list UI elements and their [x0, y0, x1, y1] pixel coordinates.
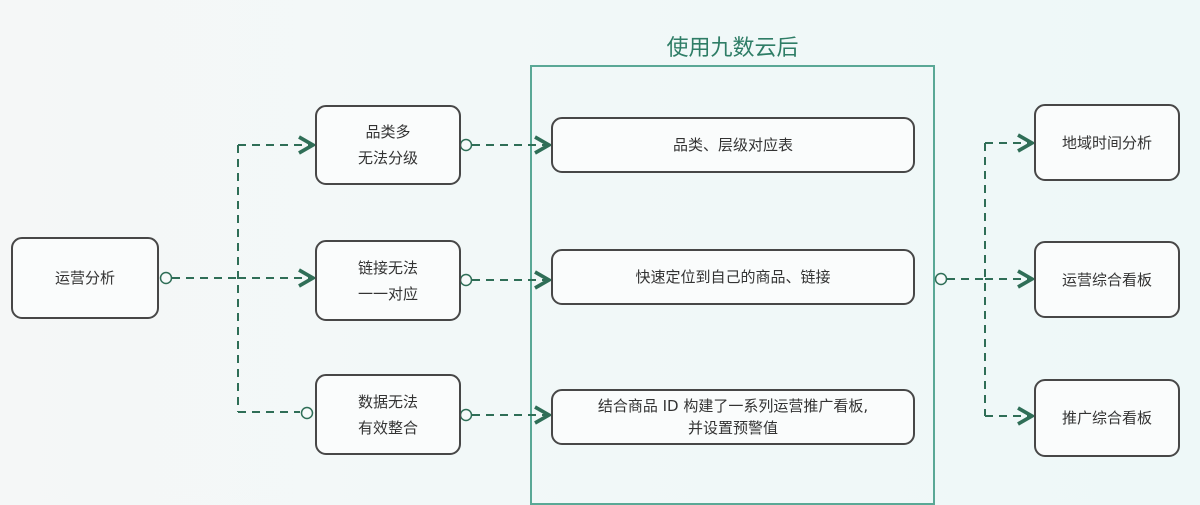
solution-node: 品类、层级对应表 — [551, 117, 915, 173]
solution-node: 结合商品 ID 构建了一系列运营推广看板, 并设置预警值 — [551, 389, 915, 445]
port-problem-2 — [459, 273, 473, 287]
port-problem-3-in — [300, 406, 314, 420]
problem-node: 数据无法 有效整合 — [315, 374, 461, 455]
output-label: 推广综合看板 — [1061, 409, 1152, 427]
problem-label: 链接无法 一一对应 — [357, 258, 418, 303]
problem-node: 链接无法 一一对应 — [315, 240, 461, 321]
problem-label: 数据无法 有效整合 — [357, 392, 418, 437]
solution-label: 品类、层级对应表 — [672, 136, 793, 154]
port-root — [159, 271, 173, 285]
container-title: 使用九数云后 — [666, 36, 799, 61]
solution-label: 快速定位到自己的商品、链接 — [635, 268, 831, 286]
port-problem-3 — [459, 408, 473, 422]
output-node: 运营综合看板 — [1034, 241, 1180, 318]
output-label: 地域时间分析 — [1061, 133, 1152, 152]
port-problem-1 — [459, 138, 473, 152]
solution-node: 快速定位到自己的商品、链接 — [551, 249, 915, 305]
root-label: 运营分析 — [54, 269, 115, 287]
output-node: 地域时间分析 — [1034, 104, 1180, 181]
output-node: 推广综合看板 — [1034, 379, 1180, 457]
problem-label: 品类多 无法分级 — [357, 123, 418, 167]
solution-label: 结合商品 ID 构建了一系列运营推广看板, 并设置预警值 — [597, 397, 869, 437]
problem-node: 品类多 无法分级 — [315, 105, 461, 185]
root-node: 运营分析 — [11, 237, 159, 319]
port-container — [934, 272, 948, 286]
output-label: 运营综合看板 — [1061, 270, 1152, 289]
